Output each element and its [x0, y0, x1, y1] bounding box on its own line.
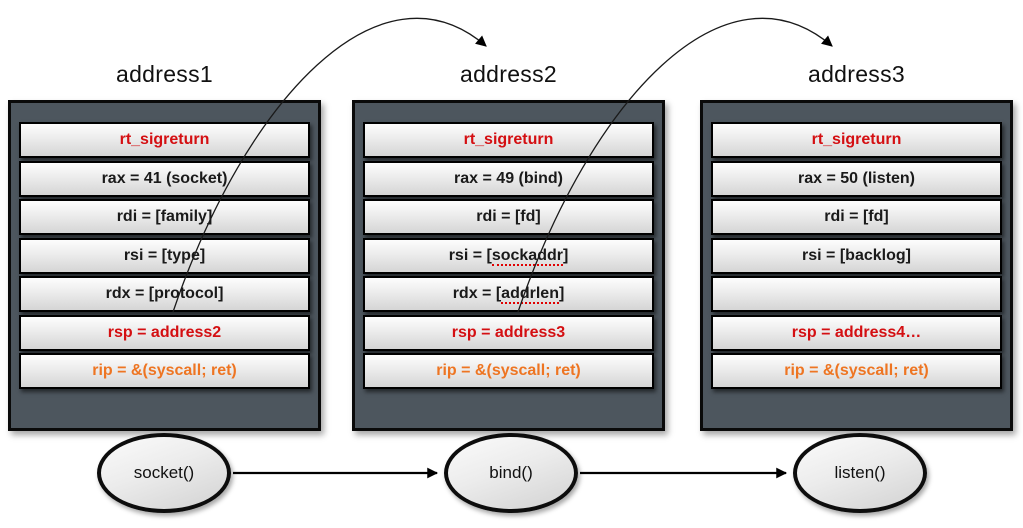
stack-row-label: rsp = address2	[107, 323, 222, 341]
stack-row-label: rip = &(syscall; ret)	[436, 362, 581, 379]
stack-row-label: rax = 41 (socket)	[101, 169, 228, 187]
syscall-node: bind()	[444, 433, 578, 513]
stack-row: rdx = [protocol]	[19, 276, 310, 312]
stack-row-label: rax = 50 (listen)	[798, 169, 915, 187]
syscall-node: listen()	[793, 433, 927, 513]
stack-row: rsi = [backlog]	[711, 237, 1002, 274]
frame-box: rt_sigreturn rax = 50 (listen) rdi = [fd…	[700, 100, 1013, 431]
stack-row: rdi = [fd]	[363, 199, 654, 235]
stack-row: rax = 50 (listen)	[711, 160, 1002, 197]
stack-row-label: rsi = [backlog]	[802, 246, 911, 264]
frame-box: rt_sigreturn rax = 41 (socket) rdi = [fa…	[8, 100, 321, 431]
stack-row: rt_sigreturn	[19, 122, 310, 158]
spellcheck-underline: sockaddr	[491, 246, 563, 266]
stack-row-label: rdi = [fd]	[476, 208, 541, 225]
stack-row: rax = 49 (bind)	[363, 160, 654, 197]
stack-row-label: rax = 49 (bind)	[454, 169, 563, 187]
syscall-node-label: socket()	[133, 463, 195, 482]
stack-row: rsp = address2	[19, 314, 310, 351]
syscall-node-label: bind()	[489, 463, 533, 482]
stack-frame: address1 rt_sigreturn rax = 41 (socket) …	[8, 52, 321, 431]
frame-rows: rt_sigreturn rax = 50 (listen) rdi = [fd…	[711, 122, 1002, 389]
stack-row: rdi = [family]	[19, 199, 310, 235]
stack-frame: address3 rt_sigreturn rax = 50 (listen) …	[700, 52, 1013, 431]
stack-row: rax = 41 (socket)	[19, 160, 310, 197]
spellcheck-underline: addrlen	[501, 285, 559, 304]
syscall-node: socket()	[97, 433, 231, 513]
stack-row-label: rsp = address3	[451, 323, 566, 341]
frame-address-label: address2	[459, 61, 558, 87]
frame-box: rt_sigreturn rax = 49 (bind) rdi = [fd] …	[352, 100, 665, 431]
stack-row: rt_sigreturn	[711, 122, 1002, 158]
stack-row-label: rt_sigreturn	[119, 131, 210, 148]
stack-row-label: rsp = address4…	[791, 323, 922, 341]
stack-row-label: rip = &(syscall; ret)	[784, 362, 929, 379]
frame-address-label: address3	[807, 61, 906, 87]
stack-row: rip = &(syscall; ret)	[363, 353, 654, 389]
stack-row: rsi = [type]	[19, 237, 310, 274]
stack-row: rip = &(syscall; ret)	[711, 353, 1002, 389]
stack-row-label: rdx = [protocol]	[105, 285, 224, 302]
stack-row-label: rt_sigreturn	[811, 131, 902, 148]
stack-row: rsp = address4…	[711, 314, 1002, 351]
stack-row: rsp = address3	[363, 314, 654, 351]
stack-row-label: rdi = [fd]	[824, 208, 889, 225]
stack-row-label: rsi = [type]	[123, 246, 206, 264]
syscall-node-label: listen()	[834, 463, 886, 482]
frame-rows: rt_sigreturn rax = 41 (socket) rdi = [fa…	[19, 122, 310, 389]
frame-rows: rt_sigreturn rax = 49 (bind) rdi = [fd] …	[363, 122, 654, 389]
stack-row-label: rdx = [addrlen]	[452, 285, 565, 304]
stack-row: rsi = [sockaddr]	[363, 237, 654, 274]
stack-row	[711, 276, 1002, 312]
stack-frame: address2 rt_sigreturn rax = 49 (bind) rd…	[352, 52, 665, 431]
stack-row: rt_sigreturn	[363, 122, 654, 158]
stack-row-label: rt_sigreturn	[463, 131, 554, 148]
stack-row: rip = &(syscall; ret)	[19, 353, 310, 389]
stack-row: rdi = [fd]	[711, 199, 1002, 235]
stack-row-label: rsi = [sockaddr]	[448, 246, 569, 266]
stack-row-label: rdi = [family]	[116, 208, 213, 225]
stack-row: rdx = [addrlen]	[363, 276, 654, 312]
frame-address-label: address1	[115, 61, 214, 87]
stack-row-label: rip = &(syscall; ret)	[92, 362, 237, 379]
